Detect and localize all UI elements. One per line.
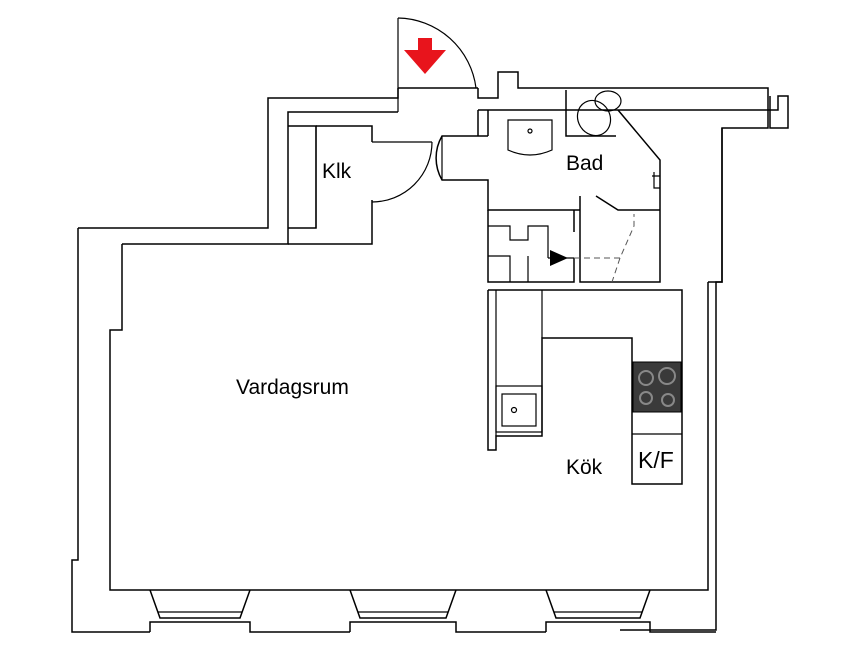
label-bad: Bad xyxy=(566,152,603,175)
tap-icon xyxy=(652,172,660,189)
stair-arrow-icon xyxy=(550,250,568,266)
label-kf: K/F xyxy=(638,447,674,473)
windows xyxy=(149,589,716,633)
sink-icon xyxy=(507,119,553,156)
label-klk: Klk xyxy=(322,160,352,183)
closet xyxy=(288,125,433,245)
bathroom xyxy=(435,90,661,211)
stairs xyxy=(487,196,661,283)
entrance-arrow-icon xyxy=(404,38,446,74)
label-vardagsrum: Vardagsrum xyxy=(236,376,349,399)
label-kok: Kök xyxy=(566,456,603,479)
entrance-door xyxy=(397,17,478,112)
kitchen-sink-icon xyxy=(495,385,543,433)
toilet-icon xyxy=(576,90,622,137)
stove-icon xyxy=(632,361,682,413)
